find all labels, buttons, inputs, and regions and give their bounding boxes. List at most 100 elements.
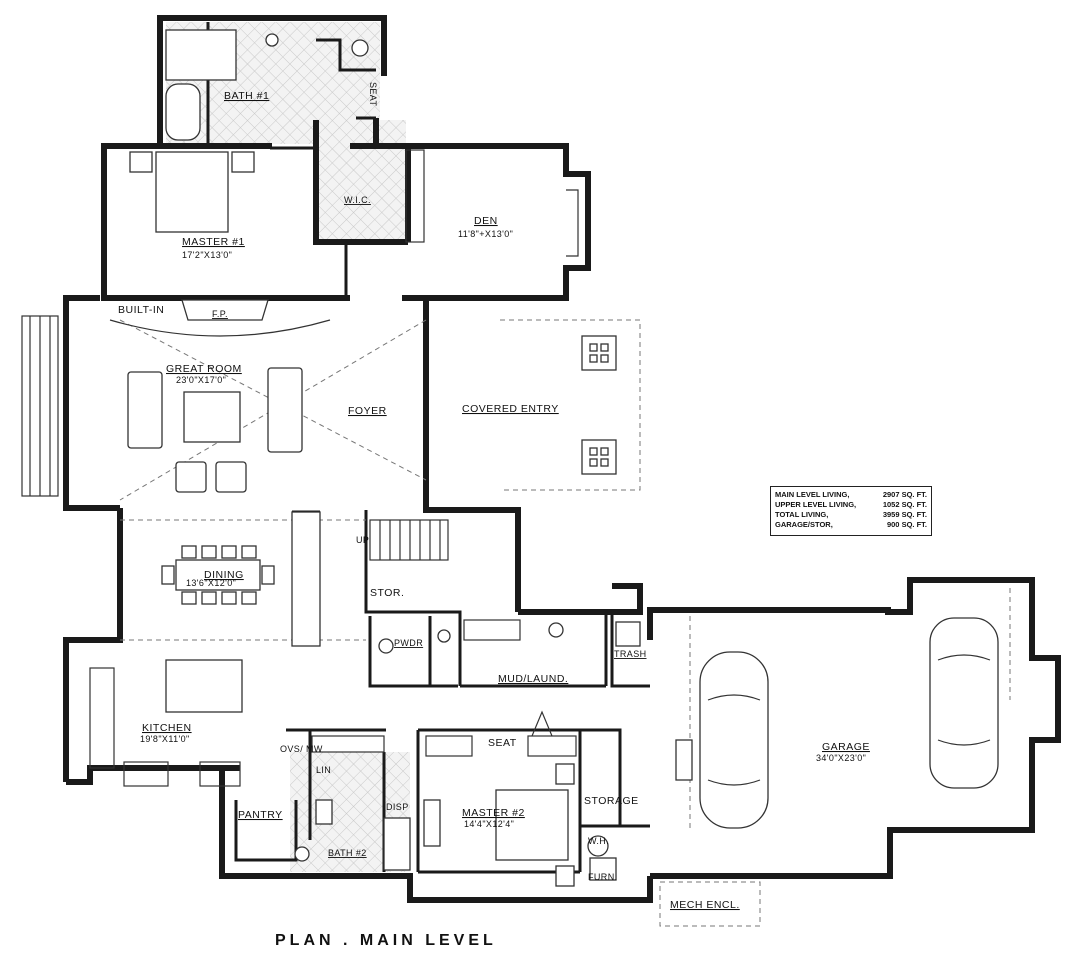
- wall-master2: [382, 728, 582, 874]
- shower-1: [165, 29, 237, 81]
- label-wic: W.I.C.: [344, 195, 371, 205]
- trash-bins: [615, 621, 641, 647]
- wall-great-room: [63, 295, 120, 511]
- wall-pantry: [234, 728, 386, 862]
- label-fireplace: F.P.: [212, 309, 228, 319]
- label-pantry: PANTRY: [238, 809, 283, 821]
- wall-storage: [580, 728, 650, 828]
- area-label: GARAGE/STOR,: [775, 520, 833, 529]
- label-master2-dims: 14'4"X12'4": [464, 819, 514, 829]
- closet-seat-right: [527, 735, 577, 757]
- label-den-dims: 11'8"+X13'0": [458, 229, 513, 239]
- label-master1: MASTER #1: [182, 236, 245, 248]
- wall-pwdr: [368, 616, 458, 688]
- area-value: 1052 SQ. FT.: [882, 500, 927, 509]
- area-label: MAIN LEVEL LIVING,: [775, 490, 850, 499]
- area-row: TOTAL LIVING, 3959 SQ. FT.: [775, 510, 927, 520]
- label-great-room: GREAT ROOM: [166, 363, 242, 375]
- bed-master1: [155, 151, 229, 233]
- closet-lin: [311, 735, 385, 753]
- sofa-right: [267, 367, 303, 453]
- den-bay: [566, 189, 579, 257]
- wic-shelving: [405, 149, 425, 243]
- area-row: MAIN LEVEL LIVING, 2907 SQ. FT.: [775, 490, 927, 500]
- label-master2: MASTER #2: [462, 807, 525, 819]
- sink-bath2: [315, 799, 333, 825]
- range: [123, 761, 169, 787]
- area-table: MAIN LEVEL LIVING, 2907 SQ. FT. UPPER LEV…: [770, 486, 932, 536]
- garage-post: [675, 739, 693, 781]
- label-den: DEN: [474, 215, 498, 227]
- wall-mud-laund: [460, 612, 650, 688]
- label-wh: W.H.: [588, 836, 609, 846]
- label-mud-laund: MUD/LAUND.: [498, 673, 568, 685]
- nightstand-left: [129, 151, 153, 173]
- fireplace: [181, 299, 269, 321]
- label-seat-lower: SEAT: [488, 737, 517, 749]
- label-kitchen-dims: 19'8"X11'0": [140, 734, 190, 744]
- label-master1-dims: 17'2"X13'0": [182, 250, 232, 260]
- area-value: 3959 SQ. FT.: [882, 510, 927, 519]
- label-bath1: BATH #1: [224, 90, 269, 102]
- area-value: 2907 SQ. FT.: [882, 490, 927, 499]
- nightstand-m2-bottom: [555, 865, 575, 887]
- toilet-1: [351, 39, 369, 57]
- wall-den: [350, 143, 591, 301]
- label-pwdr: PWDR: [394, 638, 423, 648]
- label-covered-entry: COVERED ENTRY: [462, 403, 559, 415]
- garage-door-line: [689, 588, 1011, 830]
- label-storage: STORAGE: [584, 795, 639, 807]
- bed-master2: [495, 789, 569, 861]
- label-dining: DINING: [204, 569, 244, 581]
- plan-title: PLAN . MAIN LEVEL: [275, 932, 497, 949]
- mech-encl-outline: [659, 881, 761, 927]
- label-seat-upper: SEAT: [368, 82, 378, 107]
- entry-planter-1: [581, 335, 617, 371]
- area-label: TOTAL LIVING,: [775, 510, 829, 519]
- dresser-master2: [423, 799, 441, 847]
- dining-table: [175, 559, 261, 591]
- area-label: UPPER LEVEL LIVING,: [775, 500, 857, 509]
- label-trash: TRASH: [614, 649, 647, 659]
- label-ovs-mw: OVS/ MW: [280, 744, 323, 754]
- nightstand-m2-top: [555, 763, 575, 785]
- chair-1: [175, 461, 207, 493]
- label-built-in: BUILT-IN: [118, 304, 164, 316]
- area-row: GARAGE/STOR,900 SQ. FT.: [775, 520, 927, 530]
- label-up: UP: [356, 535, 369, 545]
- label-stor: STOR.: [370, 587, 404, 599]
- covered-entry-outline: [500, 319, 641, 491]
- entry-planter-2: [581, 439, 617, 475]
- sink-1: [265, 33, 279, 47]
- wall-master1-right: [270, 146, 348, 298]
- label-disp: DISP: [386, 802, 409, 812]
- label-foyer: FOYER: [348, 405, 387, 417]
- seat-arrow: [531, 710, 553, 737]
- wall-foyer-right: [423, 298, 521, 612]
- wall-wic: [313, 120, 411, 245]
- label-bath2: BATH #2: [328, 848, 367, 858]
- laundry-sink: [548, 622, 564, 638]
- fridge: [199, 761, 241, 787]
- water-heater: [587, 835, 609, 857]
- shower-bath2: [383, 817, 411, 871]
- wall-dining-left: [63, 508, 123, 782]
- laundry-counter: [463, 619, 521, 641]
- wall-bath1: [157, 15, 387, 146]
- railing-wall: [291, 511, 321, 647]
- wall-mud-top: [518, 583, 643, 615]
- closet-seat-left: [425, 735, 473, 757]
- garage-car-right: [929, 617, 999, 789]
- wall-master1: [101, 143, 350, 301]
- garage-car-left: [699, 651, 769, 829]
- toilet-pwdr: [378, 638, 394, 654]
- label-great-room-dims: 23'0"X17'0": [176, 375, 226, 385]
- sofa-left: [127, 371, 163, 449]
- nightstand-right: [231, 151, 255, 173]
- wall-kitchen-bottom: [66, 765, 653, 903]
- deck-railing: [21, 315, 59, 497]
- toilet-bath2: [294, 846, 310, 862]
- chair-2: [215, 461, 247, 493]
- label-mech-encl: MECH ENCL.: [670, 899, 740, 911]
